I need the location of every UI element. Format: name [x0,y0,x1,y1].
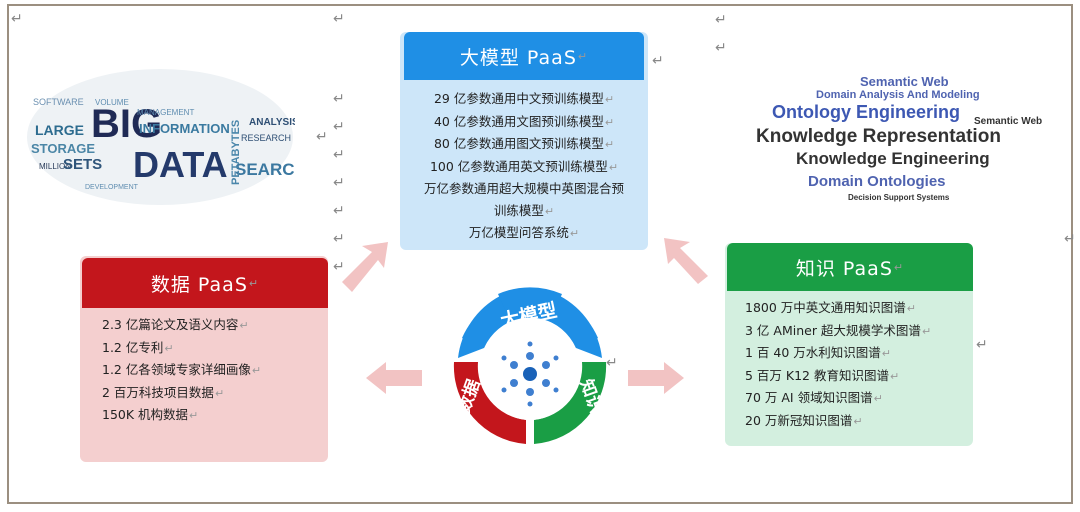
list-item: 万亿模型问答系统↵ [468,225,580,240]
paragraph-mark: ↵ [652,53,664,69]
list-item: 1800 万中英文通用知识图谱↵ [745,300,917,315]
model-list: 29 亿参数通用中文预训练模型↵ 40 亿参数通用文图预训练模型↵ 80 亿参数… [400,88,648,245]
cloud-word: INFORMATION [139,121,230,136]
cloud-word: Decision Support Systems [848,193,950,202]
cloud-word: ANALYSIS [249,117,295,128]
paragraph-mark: ↵ [976,337,988,353]
cloud-word: LARGE [35,122,84,138]
panel-title: 数据 PaaS↵ [82,258,328,308]
cloud-word: MILLION [39,162,71,171]
cloud-word: Domain Analysis And Modeling [816,89,980,101]
list-item: 2.3 亿篇论文及语义内容↵ [102,317,249,332]
paragraph-mark: ↵ [715,40,727,56]
cloud-word: DATA [133,144,228,185]
list-item: 1.2 亿各领域专家详细画像↵ [102,362,262,377]
paragraph-mark: ↵ [333,231,345,247]
panel-title: 知识 PaaS↵ [727,243,973,291]
list-item: 100 亿参数通用英文预训练模型↵ [429,158,619,174]
paragraph-mark: ↵ [333,91,345,107]
cloud-word: SEARCH [235,160,295,179]
cloud-word: SOFTWARE [33,97,84,107]
data-paas-panel: 数据 PaaS↵ 2.3 亿篇论文及语义内容↵ 1.2 亿专利↵ 1.2 亿各领… [80,256,328,462]
paragraph-mark: ↵ [316,129,328,145]
paragraph-mark: ↵ [333,175,345,191]
list-item: 70 万 AI 领域知识图谱↵ [745,390,883,405]
list-item: 1 百 40 万水利知识图谱↵ [745,345,891,360]
cloud-word: Domain Ontologies [808,173,946,190]
cloud-word: Knowledge Representation [756,126,1001,147]
paragraph-mark: ↵ [333,147,345,163]
cloud-word: DEVELOPMENT [85,184,139,191]
paragraph-mark: ↵ [333,203,345,219]
list-item: 29 亿参数通用中文预训练模型↵ [433,91,615,106]
big-data-word-cloud: SOFTWARE LARGE STORAGE MILLION SETS BIG … [27,69,295,205]
list-item: 5 百万 K12 教育知识图谱↵ [745,367,900,383]
paragraph-mark: ↵ [333,11,345,27]
cloud-word: MANAGEMENT [137,108,194,117]
paragraph-mark: ↵ [715,12,727,28]
knowledge-word-cloud: Semantic Web Domain Analysis And Modelin… [756,74,1042,202]
list-item: 3 亿 AMiner 超大规模学术图谱↵ [745,322,932,338]
cloud-word: STORAGE [31,141,95,156]
paragraph-mark: ↵ [606,355,618,371]
list-item: 150K 机构数据↵ [102,407,199,422]
paragraph-mark: ↵ [11,11,23,27]
figure-frame [7,4,1073,504]
list-item: 80 亿参数通用图文预训练模型↵ [433,136,615,151]
knowledge-paas-panel: 知识 PaaS↵ 1800 万中英文通用知识图谱↵ 3 亿 AMiner 超大规… [725,243,973,446]
knowledge-list: 1800 万中英文通用知识图谱↵ 3 亿 AMiner 超大规模学术图谱↵ 1 … [745,297,931,432]
cloud-word: BIG [91,102,162,146]
list-item: 万亿参数通用超大规模中英图混合预训练模型↵ [423,181,624,218]
cloud-word: Knowledge Engineering [796,149,990,168]
cloud-word: Semantic Web [860,74,949,89]
cloud-word: RESEARCH [241,133,291,143]
cloud-word: PETABYTES [230,120,242,185]
paragraph-mark: ↵ [1064,231,1076,247]
paragraph-mark: ↵ [333,259,345,275]
center-cycle-graphic: 大模型 数据 知识 [453,287,607,444]
cloud-word: Ontology Engineering [772,102,960,122]
list-item: 1.2 亿专利↵ [102,339,174,355]
panel-title: 大模型 PaaS↵ [404,32,644,80]
cloud-word: Semantic Web [974,116,1042,127]
model-paas-panel: 大模型 PaaS↵ 29 亿参数通用中文预训练模型↵ 40 亿参数通用文图预训练… [400,32,648,250]
data-list: 2.3 亿篇论文及语义内容↵ 1.2 亿专利↵ 1.2 亿各领域专家详细画像↵ … [102,314,261,427]
list-item: 40 亿参数通用文图预训练模型↵ [433,113,615,129]
cloud-word: VOLUME [95,98,129,107]
list-item: 20 万新冠知识图谱↵ [745,412,863,428]
paragraph-mark: ↵ [333,119,345,135]
cloud-word: SETS [63,156,102,173]
list-item: 2 百万科技项目数据↵ [102,384,225,400]
